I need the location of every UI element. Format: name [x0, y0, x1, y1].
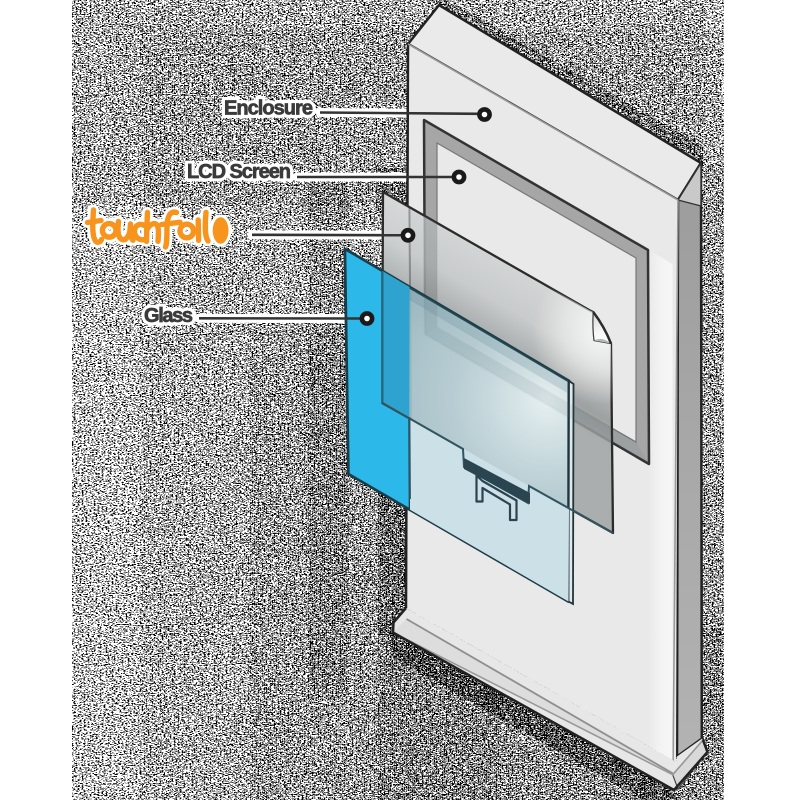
svg-text:Enclosure: Enclosure — [224, 98, 313, 120]
svg-text:LCD Screen: LCD Screen — [187, 161, 291, 183]
svg-text:Enclosure: Enclosure — [224, 98, 313, 120]
svg-text:Glass: Glass — [144, 305, 193, 327]
svg-text:LCD Screen: LCD Screen — [187, 161, 291, 183]
svg-text:Glass: Glass — [144, 305, 193, 327]
